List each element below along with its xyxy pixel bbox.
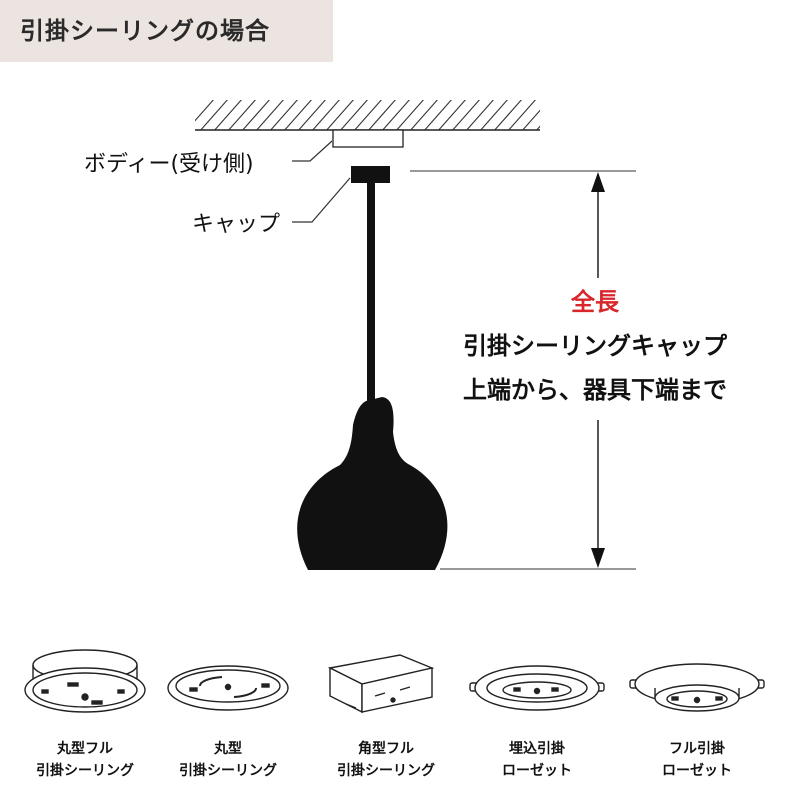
- type-round-full-illustration: [24, 649, 146, 713]
- title-band: 引掛シーリングの場合: [0, 0, 333, 62]
- type-flush-rosette-illustration: [469, 665, 605, 711]
- page-title: 引掛シーリングの場合: [20, 17, 270, 45]
- type-square-full-illustration: [327, 654, 435, 714]
- cap-leader-line: [292, 177, 351, 223]
- type-label-round-full: 丸型フル 引掛シーリング: [36, 738, 134, 782]
- lamp-shade: [297, 397, 448, 570]
- type-label-round: 丸型 引掛シーリング: [179, 738, 277, 782]
- type-label-full-rosette: フル引掛 ローゼット: [662, 738, 732, 782]
- type-label-line2: ローゼット: [662, 763, 732, 779]
- type-label-line2: 引掛シーリング: [179, 763, 277, 779]
- body-leader-line: [292, 140, 333, 162]
- dimension-arrow: [591, 172, 605, 568]
- type-label-line1: 丸型フル: [57, 741, 113, 757]
- dimension-description-line2: 上端から、器具下端まで: [463, 376, 727, 404]
- type-label-line1: 角型フル: [358, 741, 414, 757]
- ceiling: [195, 100, 540, 131]
- cap: [351, 166, 390, 183]
- type-full-rosette-illustration: [629, 663, 765, 712]
- type-label-square-full: 角型フル 引掛シーリング: [337, 738, 435, 782]
- type-label-flush-rosette: 埋込引掛 ローゼット: [502, 738, 572, 782]
- body-callout-label: ボディー(受け側): [84, 152, 254, 177]
- type-label-line1: 丸型: [214, 741, 242, 757]
- dimension-title: 全長: [571, 288, 619, 316]
- dimension-description-line1: 引掛シーリングキャップ: [463, 332, 727, 360]
- ceiling-body: [332, 129, 404, 148]
- type-label-line1: 埋込引掛: [509, 741, 565, 757]
- type-round-illustration: [167, 665, 289, 711]
- type-label-line2: 引掛シーリング: [36, 763, 134, 779]
- type-label-line1: フル引掛: [669, 741, 725, 757]
- type-label-line2: 引掛シーリング: [337, 763, 435, 779]
- type-label-line2: ローゼット: [502, 763, 572, 779]
- cord: [367, 183, 375, 405]
- cap-callout-label: キャップ: [192, 212, 281, 237]
